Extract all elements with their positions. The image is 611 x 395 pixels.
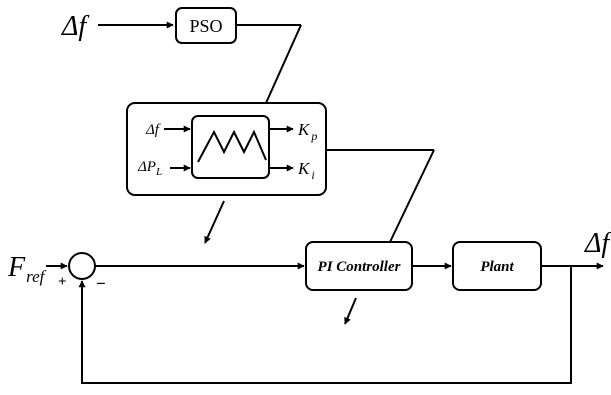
fuzzy-input-delta-pl-label: ΔPL <box>137 159 162 178</box>
f-ref-label: Fref <box>7 252 47 286</box>
plant-label: Plant <box>480 259 514 275</box>
input-delta-f-label: Δf <box>61 11 89 42</box>
pso-to-fuzzy-diagonal <box>265 24 302 104</box>
pi-tuning-arrow <box>344 297 357 325</box>
sum-plus-sign: + <box>58 274 67 290</box>
sum-minus-sign: − <box>96 274 106 293</box>
feedback-path <box>78 266 572 384</box>
fuzzy-logic-block <box>191 115 270 179</box>
pi-controller-label: PI Controller <box>318 259 401 275</box>
summing-junction <box>68 252 96 280</box>
output-delta-f-label: Δf <box>584 228 611 259</box>
fuzzy-input-delta-f-label: Δf <box>145 122 161 138</box>
fuzzy-adaptation-arrow <box>204 200 225 244</box>
gains-to-pi-diagonal <box>389 149 435 243</box>
pso-label: PSO <box>189 16 222 36</box>
fuzzy-membership-icon <box>197 129 267 163</box>
